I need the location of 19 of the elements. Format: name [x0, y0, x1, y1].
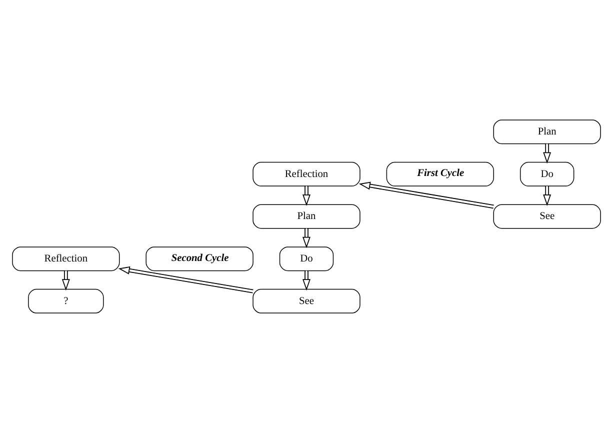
arrow — [302, 227, 310, 248]
arrow — [543, 142, 552, 164]
node-box: Do — [520, 161, 574, 186]
node-box: First Cycle — [386, 161, 494, 186]
node-box: See — [252, 288, 360, 313]
arrow — [543, 185, 552, 206]
node-box: Reflection — [12, 246, 120, 271]
arrow — [302, 270, 310, 290]
arrow — [62, 270, 70, 290]
node-box: Do — [279, 246, 334, 271]
node-box: See — [493, 204, 601, 228]
arrow — [118, 266, 254, 293]
arrow — [358, 181, 494, 208]
node-box: Plan — [252, 204, 360, 228]
node-box: ? — [28, 288, 104, 313]
node-box: Second Cycle — [146, 246, 254, 271]
node-box: Reflection — [252, 161, 360, 186]
node-box: Plan — [493, 119, 601, 144]
arrow — [302, 185, 310, 206]
